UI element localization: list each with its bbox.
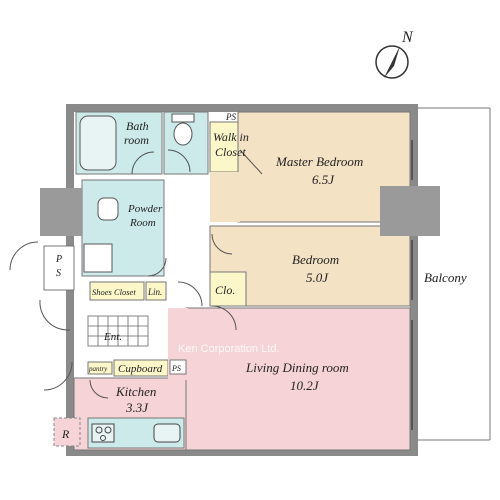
toilet-icon [171, 113, 195, 123]
bedroom-size: 5.0J [306, 270, 329, 285]
ps-mid-box [169, 359, 187, 375]
compass-north-label: N [401, 29, 414, 46]
bedroom-name: Bedroom [292, 252, 339, 267]
powder-label-2: Room [129, 217, 156, 229]
ps-top-label: PS [225, 112, 236, 122]
sink-powder-icon [97, 197, 119, 221]
bath-label-1: Bath [126, 119, 149, 133]
kitchen-name: Kitchen [115, 384, 156, 399]
pantry-label: pantry [88, 365, 108, 373]
shoes-closet-room [89, 281, 145, 301]
sink-icon [153, 423, 181, 443]
closet-room [209, 271, 247, 307]
walk-in-label-1: Walk in [213, 130, 249, 144]
cupboard-label: Cupboard [118, 363, 163, 375]
toilet-bowl-icon [173, 122, 193, 146]
shoes-closet-label: Shoes Closet [92, 287, 136, 297]
powder-label-1: Powder [127, 203, 163, 215]
watermark: Ken Corporation Ltd. [178, 343, 280, 355]
entrance-label: Ent. [103, 331, 122, 343]
ps-mid-label: PS [171, 364, 181, 373]
shower-icon [83, 243, 113, 273]
ps-left-shaft [43, 245, 75, 291]
balcony-area [418, 107, 491, 441]
pillar-left [40, 188, 82, 236]
pantry-room [87, 361, 113, 375]
linen-label: Lin. [147, 287, 162, 297]
compass-icon [375, 45, 409, 79]
pillar-right [380, 186, 440, 236]
living-dining-size: 10.2J [290, 378, 320, 393]
kitchen-size: 3.3J [125, 400, 149, 415]
master-bedroom-lower [210, 172, 240, 222]
fridge-space [53, 417, 81, 447]
closet-label: Clo. [215, 283, 235, 297]
bathtub-icon [79, 115, 117, 171]
ps-left-label-1: P [55, 254, 62, 265]
living-dining-name: Living Dining room [245, 360, 349, 375]
master-bedroom-size: 6.5J [312, 172, 335, 187]
balcony-label: Balcony [424, 270, 467, 285]
entrance-tiles [87, 315, 149, 347]
door-swings [9, 149, 263, 399]
stove-icon [91, 423, 115, 443]
master-bedroom-name: Master Bedroom [275, 154, 363, 169]
walk-in-label-2: Closet [215, 145, 246, 159]
ps-left-label-2: S [56, 268, 61, 279]
bath-label-2: room [124, 133, 149, 147]
living-dining-room [185, 307, 411, 451]
linen-room [145, 281, 167, 301]
refrigerator-label: R [61, 427, 70, 441]
